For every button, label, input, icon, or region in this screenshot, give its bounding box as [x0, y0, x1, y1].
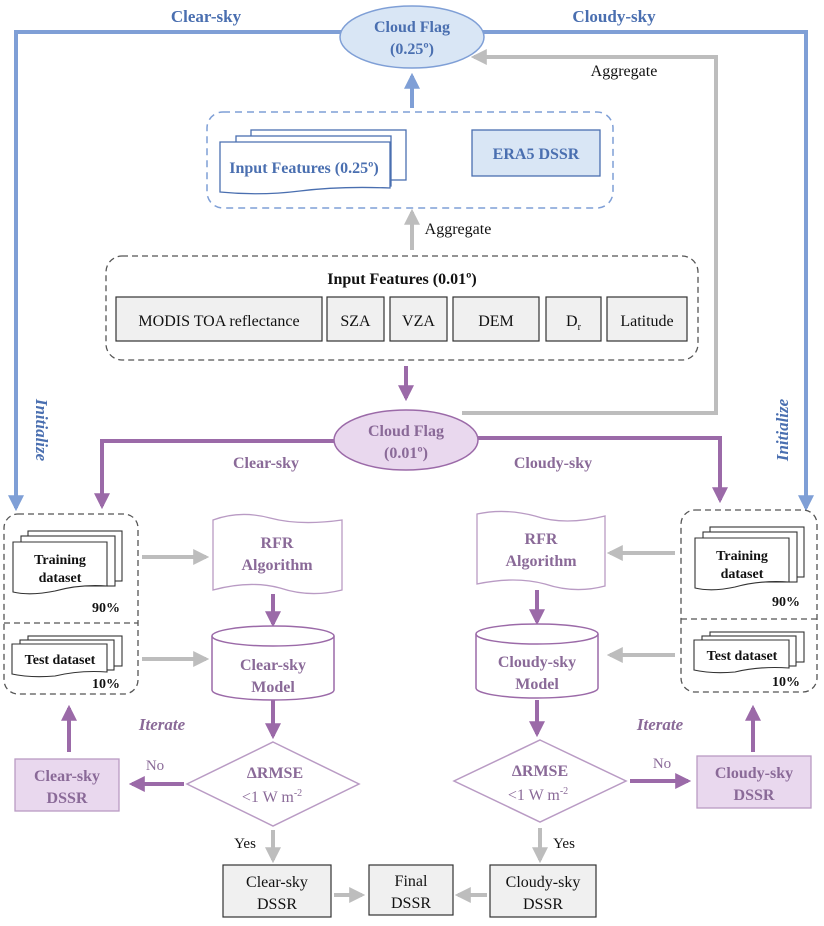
clear-dataset-group: Training dataset 90% Test dataset 10% [3, 513, 139, 695]
cloudy-decision-line1: ΔRMSE [512, 763, 568, 780]
fine-features-group: Input Features (0.01º) MODIS TOA reflect… [105, 255, 699, 361]
cloudy-algo-line1: RFR [525, 531, 558, 548]
clear-training-pct: 90% [92, 601, 120, 616]
cloudy-branch-line [478, 436, 728, 504]
feature-box [326, 296, 385, 342]
initialize-left-label: Initialize [32, 398, 51, 462]
cloudy-branch-label: Cloudy-sky [514, 455, 592, 472]
cloudy-yes-label: Yes [553, 836, 575, 852]
feature-label: Dr [566, 313, 582, 333]
clear-iter-line2: DSSR [47, 790, 88, 807]
cloud-flag-coarse-line2: (0.25º) [390, 41, 434, 58]
cloudy-test-pct: 10% [772, 675, 800, 690]
cloudy-algo-line2: Algorithm [505, 553, 577, 570]
final-line1: Final [395, 873, 428, 890]
clear-branch-line [94, 439, 334, 510]
cloudy-out-line2: DSSR [523, 896, 563, 913]
cloudy-training-pct: 90% [772, 595, 800, 610]
clear-decision-line2: <1 W m-2 [242, 788, 302, 806]
feature-box [115, 296, 323, 342]
initialize-right-label: Initialize [773, 398, 792, 462]
input-features-coarse-doc [219, 129, 407, 195]
cloud-flag-fine-line2: (0.01º) [384, 445, 428, 462]
clear-model-line1: Clear-sky [240, 657, 306, 674]
feature-box [389, 296, 448, 342]
cloudy-sky-model [475, 623, 599, 699]
cloudy-model-line2: Model [515, 676, 559, 693]
clear-test-label: Test dataset [25, 653, 96, 668]
cloudy-iter-dssr: Cloudy-sky DSSR [696, 755, 812, 809]
clear-iter-line1: Clear-sky [34, 768, 100, 785]
era5-dssr-label: ERA5 DSSR [493, 146, 580, 163]
cloudy-dataset-group: Training dataset 90% Test dataset 10% [680, 509, 818, 693]
aggregate-center-label: Aggregate [425, 221, 492, 238]
blue-connectors [8, 30, 814, 512]
cloud-flag-fine: Cloud Flag (0.01º) [333, 409, 479, 471]
final-line2: DSSR [391, 895, 431, 912]
clear-algo-line2: Algorithm [241, 557, 313, 574]
clear-training-label-2: dataset [39, 571, 82, 586]
gray-connectors [404, 49, 718, 415]
cloudy-out-line1: Cloudy-sky [506, 874, 581, 891]
coarse-features-group: Input Features (0.25º) ERA5 DSSR [206, 111, 614, 209]
feature-label: SZA [340, 313, 371, 330]
clear-yes-label: Yes [234, 836, 256, 852]
feature-boxes: MODIS TOA reflectance SZA VZA DEM Dr Latitude [115, 296, 688, 342]
cloudy-training-label-2: dataset [721, 567, 764, 582]
feature-box [545, 296, 602, 342]
clear-decision-line1: ΔRMSE [247, 765, 303, 782]
cloudy-training-label-1: Training [716, 549, 768, 564]
feature-label: VZA [402, 313, 435, 330]
clear-iter-dssr: Clear-sky DSSR [14, 758, 120, 812]
cloudy-iterate-label: Iterate [636, 715, 684, 734]
era5-dssr-box [471, 129, 601, 177]
cloudy-iter-line2: DSSR [734, 787, 775, 804]
cloudy-dssr-output: Cloudy-sky DSSR [489, 864, 597, 918]
clear-out-line2: DSSR [257, 896, 297, 913]
feature-label: DEM [478, 313, 514, 330]
cloudy-decision-line2: <1 W m-2 [508, 786, 568, 804]
clear-rfr-algorithm: RFR Algorithm [212, 513, 343, 595]
final-dssr: Final DSSR [368, 864, 454, 916]
clear-test-pct: 10% [92, 677, 120, 692]
clear-out-line1: Clear-sky [246, 874, 308, 891]
feature-box [606, 296, 688, 342]
cloudy-test-label: Test dataset [707, 649, 778, 664]
cloudy-sky-top-label: Cloudy-sky [572, 7, 656, 26]
clear-algo-line1: RFR [261, 535, 294, 552]
clear-decision: ΔRMSE <1 W m-2 [185, 741, 361, 827]
clear-sky-initialize-line [8, 30, 346, 512]
feature-label: MODIS TOA reflectance [138, 313, 299, 330]
aggregate-loop-line [462, 49, 718, 415]
cloudy-iter-line1: Cloudy-sky [715, 765, 793, 782]
gray-dataset-arrows [142, 545, 675, 903]
clear-iterate-label: Iterate [138, 715, 186, 734]
clear-sky-top-label: Clear-sky [171, 7, 242, 26]
cloud-flag-coarse: Cloud Flag (0.25º) [339, 5, 485, 69]
cloudy-decision: ΔRMSE <1 W m-2 [452, 739, 628, 823]
input-features-coarse-label: Input Features (0.25º) [229, 160, 378, 177]
purple-connectors [61, 436, 761, 792]
cloudy-model-line1: Cloudy-sky [498, 654, 576, 671]
feature-label: Latitude [620, 313, 673, 330]
feature-box [452, 296, 540, 342]
clear-model-line2: Model [251, 679, 295, 696]
clear-dssr-output: Clear-sky DSSR [222, 864, 332, 918]
clear-branch-label: Clear-sky [233, 455, 299, 472]
fine-features-title: Input Features (0.01º) [327, 271, 476, 288]
clear-sky-model [211, 625, 335, 701]
cloudy-sky-initialize-line [466, 30, 814, 512]
cloudy-rfr-algorithm: RFR Algorithm [476, 510, 606, 591]
aggregate-right-label: Aggregate [591, 63, 658, 80]
clear-no-label: No [146, 758, 164, 774]
cloud-flag-coarse-line1: Cloud Flag [374, 19, 450, 36]
cloudy-no-label: No [653, 756, 671, 772]
cloud-flag-fine-line1: Cloud Flag [368, 423, 444, 440]
clear-training-label-1: Training [34, 553, 86, 568]
